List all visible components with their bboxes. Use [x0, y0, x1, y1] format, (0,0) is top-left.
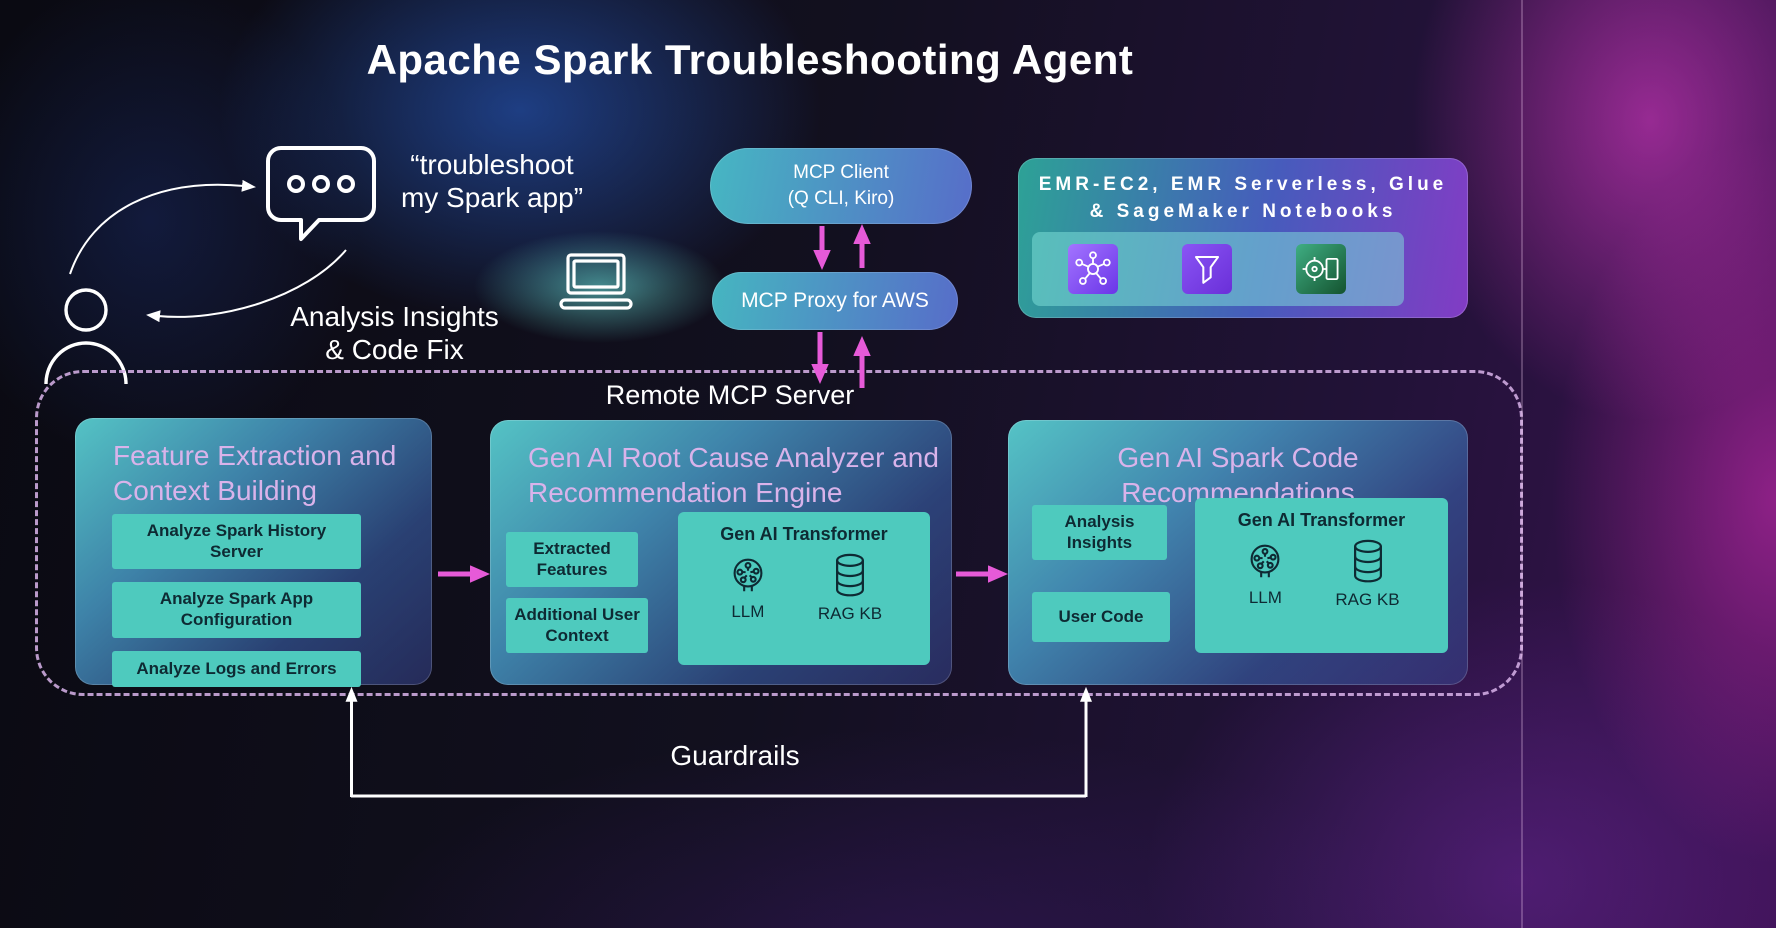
feature-box-title: Feature Extraction and Context Building: [113, 438, 396, 509]
analysis-insights-chip: Analysis Insights: [1032, 505, 1167, 561]
rag-kb-database-icon: [1353, 539, 1382, 583]
user-request-text: “troubleshoot my Spark app”: [378, 148, 606, 214]
additional-user-context-chip: Additional User Context: [506, 598, 648, 654]
user-request-line1: “troubleshoot: [410, 149, 574, 180]
rag-kb-label: RAG KB: [1335, 590, 1400, 609]
analyzer-box-title: Gen AI Root Cause Analyzer and Recommend…: [528, 440, 939, 511]
chat-bubble-icon: [266, 146, 376, 241]
feature-extraction-box: Feature Extraction and Context Building …: [75, 418, 432, 687]
analyzer-box-title-line2: Recommendation Engine: [528, 477, 843, 509]
analyzer-transformer-panel: Gen AI Transformer LLM: [678, 512, 930, 665]
llm-brain-icon: [733, 558, 763, 592]
code-transformer-panel: Gen AI Transformer LLM: [1195, 498, 1448, 653]
user-request-line2: my Spark app”: [400, 182, 584, 214]
root-cause-analyzer-box: Gen AI Root Cause Analyzer and Recommend…: [490, 420, 952, 685]
agent-response-text: Analysis Insights & Code Fix: [272, 300, 517, 366]
page-title: Apache Spark Troubleshooting Agent: [366, 36, 1134, 83]
glue-icon: [1182, 244, 1232, 294]
user-person-icon: [44, 288, 128, 385]
user-to-chat-arrow: [69, 179, 256, 275]
aws-card-title-line1: EMR-EC2, EMR Serverless, Glue: [1038, 174, 1448, 195]
rag-kb-database-icon: [836, 553, 864, 597]
feature-box-title-line1: Feature Extraction and: [113, 440, 397, 471]
emr-icon: [1068, 244, 1118, 294]
aws-icons-bar: [1032, 232, 1404, 306]
code-recommendations-box: Gen AI Spark Code Recommendations Analys…: [1008, 420, 1468, 685]
feature-box-title-line2: Context Building: [113, 475, 317, 507]
aws-card-title: EMR-EC2, EMR Serverless, Glue & SageMake…: [1018, 172, 1468, 225]
analyzer-transformer-title: Gen AI Transformer: [720, 524, 888, 544]
aws-services-card: EMR-EC2, EMR Serverless, Glue & SageMake…: [1018, 158, 1468, 318]
feature-item-app-configuration: Analyze Spark App Configuration: [112, 582, 361, 638]
guardrails-label: Guardrails: [670, 740, 800, 771]
agent-response-line1: Analysis Insights: [290, 301, 499, 332]
mcp-client-line1: MCP Client: [793, 162, 889, 184]
feature-item-logs-errors: Analyze Logs and Errors: [112, 650, 361, 687]
extracted-features-chip: Extracted Features: [506, 532, 638, 588]
mcp-proxy-label: MCP Proxy for AWS: [741, 289, 929, 312]
mcp-client-line2: (Q CLI, Kiro): [787, 188, 895, 209]
slide-edge-line: [1521, 0, 1523, 928]
aws-card-title-line2: & SageMaker Notebooks: [1089, 200, 1397, 222]
llm-label: LLM: [731, 602, 765, 621]
feature-item-history-server: Analyze Spark History Server: [112, 514, 361, 570]
llm-brain-icon: [1250, 544, 1280, 578]
user-code-chip: User Code: [1032, 592, 1170, 642]
remote-mcp-server-label: Remote MCP Server: [605, 380, 855, 410]
laptop-icon: [559, 253, 633, 310]
code-transformer-title: Gen AI Transformer: [1237, 510, 1406, 530]
mcp-client-node: MCP Client (Q CLI, Kiro): [710, 148, 972, 224]
code-box-title-line1: Gen AI Spark Code: [1117, 442, 1359, 473]
mcp-proxy-node: MCP Proxy for AWS: [712, 272, 958, 330]
rag-kb-label: RAG KB: [817, 604, 883, 623]
agent-response-line2: & Code Fix: [325, 334, 464, 366]
remote-mcp-server-boundary: [35, 370, 1523, 696]
feature-items-list: Analyze Spark History Server Analyze Spa…: [112, 514, 361, 687]
sagemaker-notebook-icon: [1296, 244, 1346, 294]
analyzer-box-title-line1: Gen AI Root Cause Analyzer and: [528, 442, 939, 473]
llm-label: LLM: [1248, 588, 1282, 607]
